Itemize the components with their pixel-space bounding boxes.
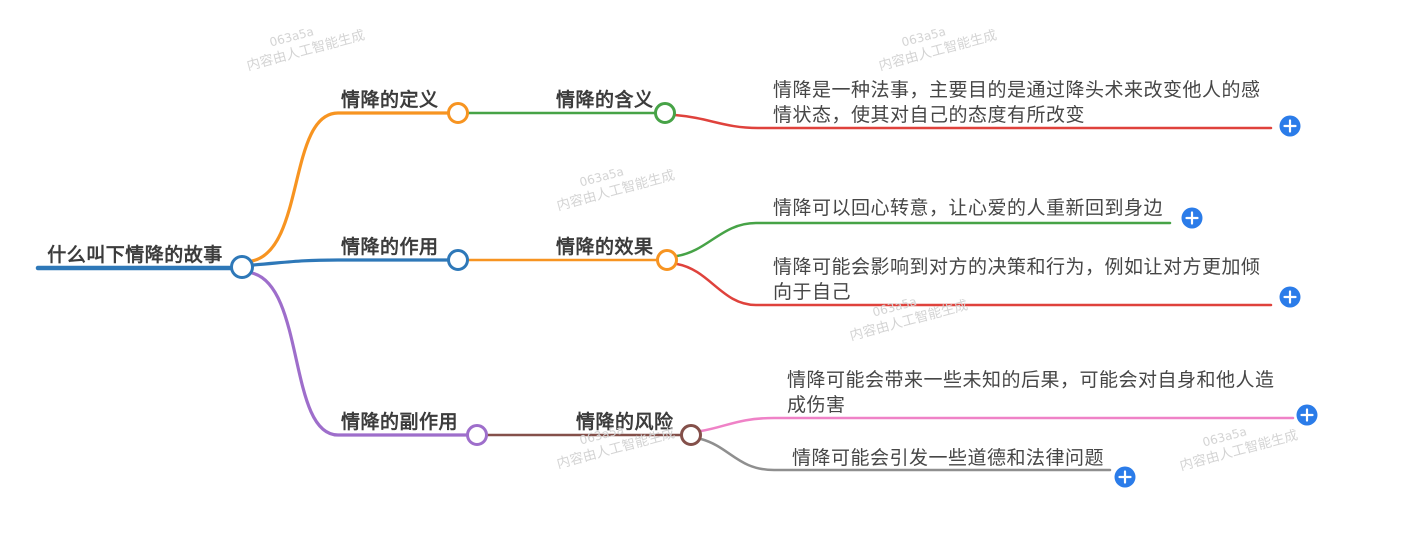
plus-icon-glyph: [1300, 408, 1314, 422]
result-node-handle[interactable]: [656, 249, 678, 271]
risk-leaf2-text[interactable]: 情降可能会引发一些道德和法律问题: [792, 446, 1104, 471]
meaning-leaf-text[interactable]: 情降是一种法事，主要目的是通过降头术来改变他人的感 情状态，使其对自己的态度有所…: [773, 78, 1261, 128]
add-node-button[interactable]: [1181, 207, 1203, 229]
effect-node-handle[interactable]: [447, 249, 469, 271]
result-node-label[interactable]: 情降的效果: [556, 236, 654, 258]
branch-sideeffect-line: [250, 271, 468, 437]
add-node-button[interactable]: [1279, 286, 1301, 308]
plus-icon-glyph: [1118, 470, 1132, 484]
plus-icon-glyph: [1185, 211, 1199, 225]
result-leaf1-text[interactable]: 情降可以回心转意，让心爱的人重新回到身边: [773, 196, 1163, 221]
result-leaf2-text[interactable]: 情降可能会影响到对方的决策和行为，例如让对方更加倾 向于自己: [773, 255, 1261, 305]
result-leaf2-line: [675, 262, 1273, 307]
plus-icon-glyph: [1283, 290, 1297, 304]
risk-leaf2-line: [699, 437, 1112, 472]
add-node-button[interactable]: [1114, 466, 1136, 488]
add-node-button[interactable]: [1279, 115, 1301, 137]
sideeffect-node-handle[interactable]: [466, 424, 488, 446]
leaf-text-line: 情状态，使其对自己的态度有所改变: [773, 104, 1086, 126]
result-leaf1-line: [675, 221, 1172, 258]
leaf-text-line: 情降可能会带来一些未知的后果，可能会对自身和他人造: [787, 369, 1275, 391]
plus-icon-glyph: [1283, 119, 1297, 133]
risk-leaf1-text[interactable]: 情降可能会带来一些未知的后果，可能会对自身和他人造 成伤害: [787, 368, 1275, 418]
definition-node-handle[interactable]: [447, 102, 469, 124]
definition-node-label[interactable]: 情降的定义: [341, 89, 439, 111]
effect-node-label[interactable]: 情降的作用: [341, 236, 439, 258]
branch-effect-line: [251, 258, 450, 267]
leaf-text-line: 情降是一种法事，主要目的是通过降头术来改变他人的感: [773, 79, 1261, 101]
leaf-text-line: 情降可以回心转意，让心爱的人重新回到身边: [773, 197, 1164, 219]
add-node-button[interactable]: [1296, 404, 1318, 426]
leaf-text-line: 情降可能会影响到对方的决策和行为，例如让对方更加倾: [773, 256, 1261, 278]
risk-node-handle[interactable]: [680, 424, 702, 446]
leaf-text-line: 成伤害: [787, 394, 846, 416]
root-node-handle[interactable]: [230, 255, 254, 279]
risk-leaf1-line: [699, 416, 1295, 433]
branch-definition-line: [250, 111, 450, 263]
meaning-leaf-line: [673, 113, 1273, 130]
sideeffect-node-label[interactable]: 情降的副作用: [341, 411, 459, 433]
meaning-node-handle[interactable]: [654, 102, 676, 124]
leaf-text-line: 向于自己: [773, 281, 852, 303]
root-node-label[interactable]: 什么叫下情降的故事: [47, 244, 223, 266]
meaning-node-label[interactable]: 情降的含义: [556, 89, 654, 111]
risk-node-label[interactable]: 情降的风险: [576, 411, 674, 433]
leaf-text-line: 情降可能会引发一些道德和法律问题: [792, 447, 1105, 469]
